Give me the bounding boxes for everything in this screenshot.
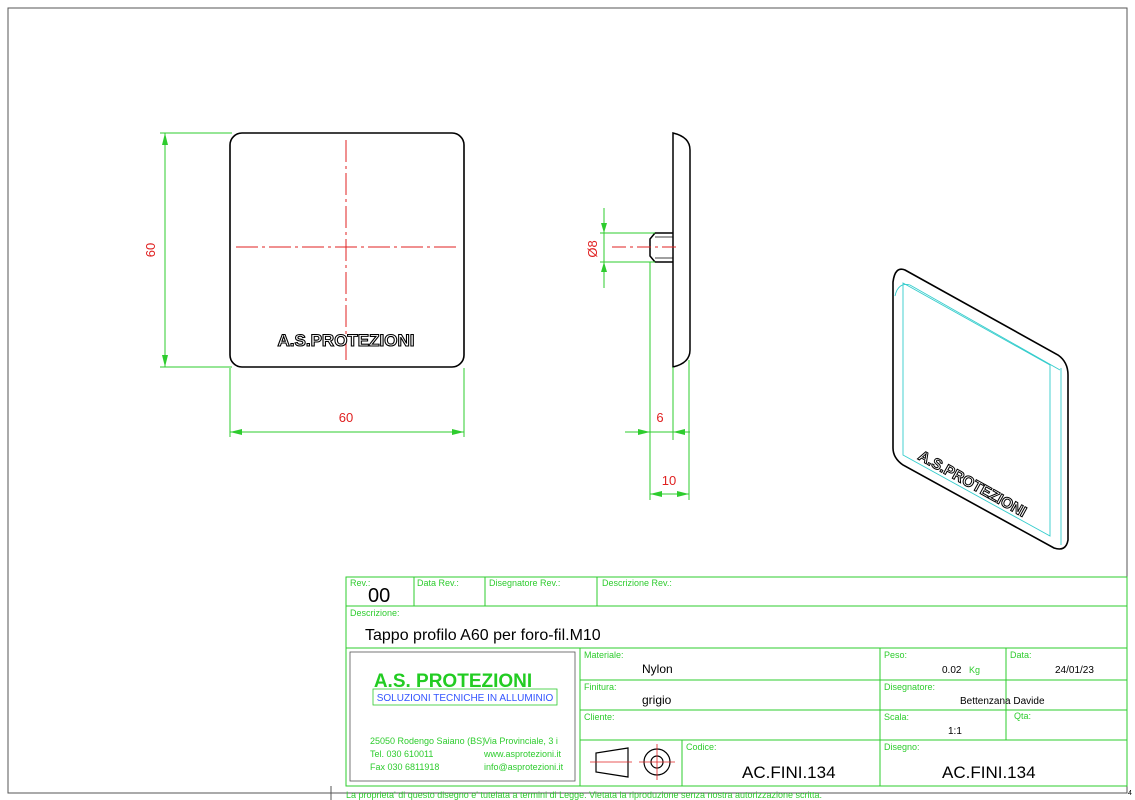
codice-label: Codice:: [686, 742, 717, 752]
company-name: A.S. PROTEZIONI: [374, 671, 532, 692]
disegno-value: AC.FINI.134: [942, 763, 1036, 782]
disegnatore-label: Disegnatore:: [884, 682, 935, 692]
peso-unit: Kg: [969, 665, 980, 675]
rev-label: Rev.:: [350, 578, 370, 588]
company-address: 25050 Rodengo Saiano (BS): [370, 736, 485, 746]
company-web: www.asprotezioni.it: [483, 749, 562, 759]
company-logo-box: [349, 651, 576, 782]
finitura-value: grigio: [642, 693, 672, 707]
descrizione-label: Descrizione:: [350, 608, 400, 618]
dim-height-label: 60: [143, 243, 158, 257]
cliente-label: Cliente:: [584, 712, 615, 722]
projection-symbol-icon: [590, 744, 675, 780]
company-email: info@asprotezioni.it: [484, 762, 564, 772]
front-view: A.S.PROTEZIONI: [229, 132, 465, 368]
materiale-label: Materiale:: [584, 650, 624, 660]
footer-note: La proprieta' di questo disegno e' tutel…: [346, 790, 822, 800]
qta-label: Qta:: [1014, 711, 1031, 721]
materiale-value: Nylon: [642, 662, 673, 676]
title-block: Rev.: 00 Data Rev.: Disegnatore Rev.: De…: [345, 576, 1128, 787]
front-height-dimension: 60: [143, 132, 232, 368]
descrizione-rev-label: Descrizione Rev.:: [602, 578, 672, 588]
dim-depth-label: 6: [656, 410, 663, 425]
sheet-border: [7, 7, 1128, 794]
peso-label: Peso:: [884, 650, 907, 660]
finitura-label: Finitura:: [584, 682, 617, 692]
depth-dimension: 6 10: [625, 262, 690, 500]
codice-value: AC.FINI.134: [742, 763, 836, 782]
dim-width-label: 60: [339, 410, 353, 425]
company-tel: Tel. 030 610011: [370, 749, 433, 759]
front-width-dimension: 60: [229, 368, 465, 437]
sheet-size: 4: [1128, 790, 1132, 797]
disegno-label: Disegno:: [884, 742, 920, 752]
scala-value: 1:1: [948, 726, 962, 737]
embossed-logo-front: A.S.PROTEZIONI: [278, 331, 415, 350]
data-value: 24/01/23: [1055, 665, 1094, 676]
side-view: [612, 132, 691, 368]
data-label: Data:: [1010, 650, 1032, 660]
descrizione-value: Tappo profilo A60 per foro-fil.M10: [365, 627, 601, 644]
company-street: Via Provinciale, 3 i: [484, 736, 558, 746]
peso-value: 0.02: [942, 665, 962, 676]
isometric-view: A.S.PROTEZIONI: [892, 268, 1069, 550]
data-rev-label: Data Rev.:: [417, 578, 459, 588]
dim-total-label: 10: [662, 473, 676, 488]
dim-diameter-label: Ø8: [585, 240, 600, 257]
disegnatore-value: Bettenzana Davide: [960, 696, 1045, 707]
front-outline: [229, 132, 465, 368]
disegnatore-rev-label: Disegnatore Rev.:: [489, 578, 560, 588]
company-tagline: SOLUZIONI TECNICHE IN ALLUMINIO: [377, 693, 554, 704]
side-plate: [672, 132, 691, 368]
diameter-dimension: Ø8: [585, 208, 655, 288]
scala-label: Scala:: [884, 712, 909, 722]
rev-value: 00: [368, 585, 390, 607]
company-fax: Fax 030 6811918: [370, 762, 439, 772]
